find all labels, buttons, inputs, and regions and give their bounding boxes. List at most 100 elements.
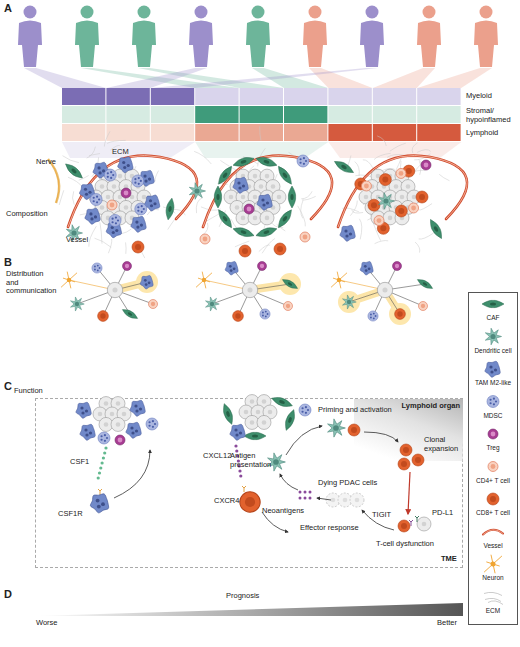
cd8-nucleus bbox=[403, 447, 409, 453]
tam-granule bbox=[144, 179, 147, 182]
cd8-cell bbox=[412, 454, 424, 466]
cd4-cell bbox=[488, 462, 498, 472]
neoantigen bbox=[304, 497, 307, 500]
csf1-molecule bbox=[102, 456, 105, 459]
patient-body bbox=[132, 21, 156, 68]
heatmap-cell bbox=[417, 124, 460, 141]
annotation-label: TME bbox=[441, 555, 457, 564]
treg-body bbox=[123, 262, 132, 271]
annotation-label: Worse bbox=[36, 619, 58, 628]
tam-cell bbox=[360, 261, 373, 275]
tumor-nucleus bbox=[253, 174, 258, 179]
interaction-glow bbox=[279, 273, 301, 295]
node-label: Function bbox=[14, 386, 43, 395]
tam-cell bbox=[131, 216, 146, 232]
tam-granule bbox=[349, 232, 352, 235]
caf-body bbox=[63, 161, 85, 181]
cd8-nucleus bbox=[380, 225, 386, 231]
tumor-nucleus bbox=[256, 410, 261, 415]
cd4-cell bbox=[361, 181, 371, 191]
mdsc-granule bbox=[140, 180, 142, 182]
ecm-fiber bbox=[301, 191, 312, 199]
dc-nucleus bbox=[273, 459, 279, 465]
annotation-label: CSF1R bbox=[58, 510, 83, 519]
legend-label: MDSC bbox=[469, 412, 517, 419]
tam-body bbox=[76, 402, 91, 418]
tam-granule bbox=[150, 204, 153, 207]
mdsc-granule bbox=[305, 160, 307, 162]
treg-nucleus bbox=[424, 163, 429, 168]
caf-body bbox=[482, 300, 504, 307]
cd4-nucleus bbox=[491, 464, 496, 469]
mdsc-granule bbox=[141, 211, 143, 213]
ecm-fiber bbox=[417, 150, 431, 153]
tumor-nucleus bbox=[259, 184, 264, 189]
tam-granule bbox=[345, 234, 348, 237]
cd4-cell bbox=[107, 200, 117, 210]
mdsc-granule bbox=[94, 269, 96, 271]
heatmap-cell bbox=[195, 88, 238, 105]
mdsc-granule bbox=[373, 317, 375, 319]
cd4-nucleus bbox=[110, 203, 115, 208]
heatmap-cell bbox=[284, 124, 327, 141]
cd8-cell bbox=[240, 492, 260, 512]
dendritic-cell bbox=[328, 419, 346, 437]
mdsc-granule bbox=[107, 176, 109, 178]
tam-body bbox=[485, 361, 500, 377]
tumor-nucleus bbox=[116, 401, 121, 406]
cd4-nucleus bbox=[399, 171, 404, 176]
caf-cell bbox=[333, 158, 356, 175]
heatmap-cell bbox=[284, 88, 327, 105]
ecm-fiber bbox=[259, 245, 270, 252]
cd4-cell bbox=[200, 234, 210, 244]
caf-nucleus bbox=[287, 417, 292, 424]
cd4-body bbox=[107, 200, 117, 210]
tam-granule bbox=[233, 267, 236, 270]
patient-head bbox=[423, 6, 436, 19]
heatmap-cell bbox=[240, 106, 283, 123]
treg-cell bbox=[121, 188, 131, 198]
csf1-molecule bbox=[99, 466, 102, 469]
panel-letter: B bbox=[4, 256, 12, 269]
cd4-body bbox=[149, 300, 158, 309]
mdsc-granule bbox=[370, 314, 372, 316]
tumor-cell bbox=[371, 211, 385, 225]
tam-body bbox=[118, 157, 133, 173]
dc-nucleus bbox=[347, 300, 351, 304]
cd8-body bbox=[398, 458, 410, 470]
caf-body bbox=[244, 432, 266, 439]
tumor-nucleus bbox=[104, 401, 109, 406]
caf-nucleus bbox=[279, 399, 286, 404]
heatmap-cell bbox=[195, 124, 238, 141]
tumor-nucleus bbox=[241, 216, 246, 221]
tumor-nucleus bbox=[229, 195, 234, 200]
caf-body bbox=[270, 395, 293, 409]
mdsc-granule bbox=[154, 423, 156, 425]
cd8-cell bbox=[239, 245, 251, 257]
heatmap-cell bbox=[240, 124, 283, 141]
csf1-molecule bbox=[103, 451, 106, 454]
mdsc-granule bbox=[370, 317, 372, 319]
cd8-nucleus bbox=[242, 248, 248, 254]
legend-label: CD8+ T cell bbox=[469, 509, 517, 516]
caf-nucleus bbox=[168, 206, 172, 212]
mdsc-granule bbox=[110, 177, 112, 179]
ecm-fiber bbox=[359, 219, 361, 240]
annotation-label: Composition bbox=[6, 210, 48, 219]
cd8-body bbox=[368, 199, 380, 211]
ecm-fiber bbox=[363, 160, 373, 168]
mdsc-granule bbox=[303, 163, 305, 165]
dendritic-cell bbox=[342, 295, 356, 309]
tam-granule bbox=[239, 431, 242, 434]
dc-body bbox=[70, 297, 84, 311]
neoantigen bbox=[309, 497, 312, 500]
neuron-soma bbox=[67, 278, 72, 283]
tam-granule bbox=[230, 269, 233, 272]
tam-granule bbox=[85, 193, 88, 196]
caf-nucleus bbox=[290, 194, 293, 200]
tam-cell bbox=[225, 261, 238, 275]
mdsc-granule bbox=[100, 435, 102, 437]
arrow bbox=[408, 472, 410, 514]
dc-nucleus bbox=[75, 302, 79, 306]
